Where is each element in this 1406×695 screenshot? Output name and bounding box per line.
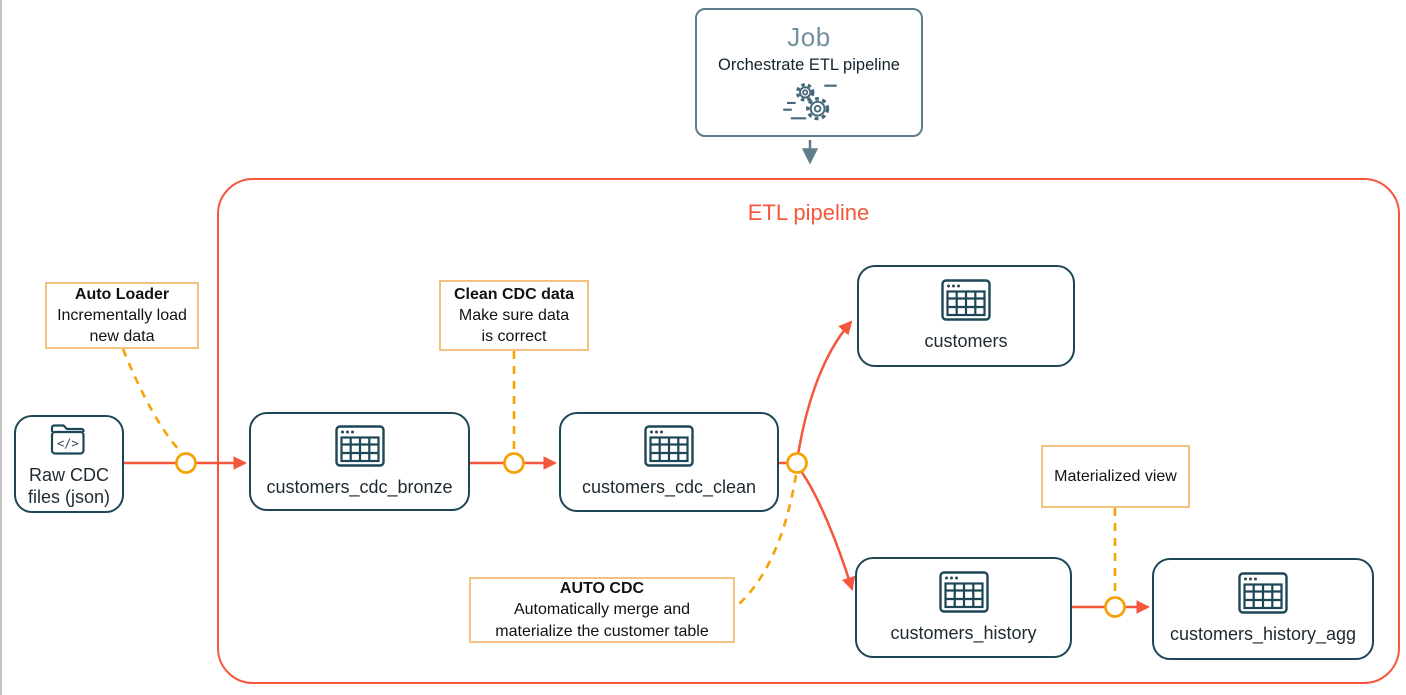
leader-auto-loader	[121, 348, 183, 454]
table-icon	[1238, 572, 1288, 614]
table-icon	[939, 571, 989, 613]
node-customers-cdc-clean: customers_cdc_clean	[559, 412, 779, 512]
node-customers: customers	[857, 265, 1075, 367]
job-title: Job	[787, 21, 831, 52]
annotation-clean-cdc-data: Clean CDC data Make sure data is correct	[439, 280, 589, 351]
annotation-auto-cdc: AUTO CDC Automatically merge and materia…	[469, 577, 735, 643]
annotation-materialized-view: Materialized view	[1041, 445, 1190, 508]
node-label: customers	[924, 331, 1008, 352]
annotation-body: Materialized view	[1054, 467, 1177, 485]
annotation-title: Auto Loader	[74, 285, 170, 303]
annotation-title: AUTO CDC	[559, 580, 645, 598]
gears-icon	[783, 82, 837, 120]
node-customers-cdc-bronze: customers_cdc_bronze	[249, 412, 470, 511]
node-label: customers_cdc_clean	[581, 477, 757, 498]
table-icon	[644, 425, 694, 467]
node-customers-history-agg: customers_history_agg	[1152, 558, 1374, 660]
annotation-auto-loader: Auto Loader Incrementally load new data	[45, 282, 199, 349]
annotation-body: Incrementally load new data	[57, 306, 187, 346]
node-label: customers_history	[890, 622, 1037, 643]
etl-pipeline-title: ETL pipeline	[747, 200, 870, 225]
table-icon	[335, 425, 385, 467]
job-box: Job Orchestrate ETL pipeline	[695, 8, 923, 137]
table-icon	[941, 279, 991, 321]
job-subtitle: Orchestrate ETL pipeline	[718, 55, 900, 74]
node-customers-history: customers_history	[855, 557, 1072, 658]
annotation-body: Automatically merge and materialize the …	[495, 601, 709, 640]
etl-pipeline-container: ETL pipeline	[217, 178, 1400, 684]
folder-code-icon	[47, 420, 91, 458]
connector-dot-auto-loader	[175, 452, 197, 474]
annotation-title: Clean CDC data	[453, 285, 575, 303]
node-label: customers_history_agg	[1169, 624, 1357, 645]
annotation-body: Make sure data is correct	[458, 306, 570, 346]
node-label: customers_cdc_bronze	[266, 476, 453, 497]
